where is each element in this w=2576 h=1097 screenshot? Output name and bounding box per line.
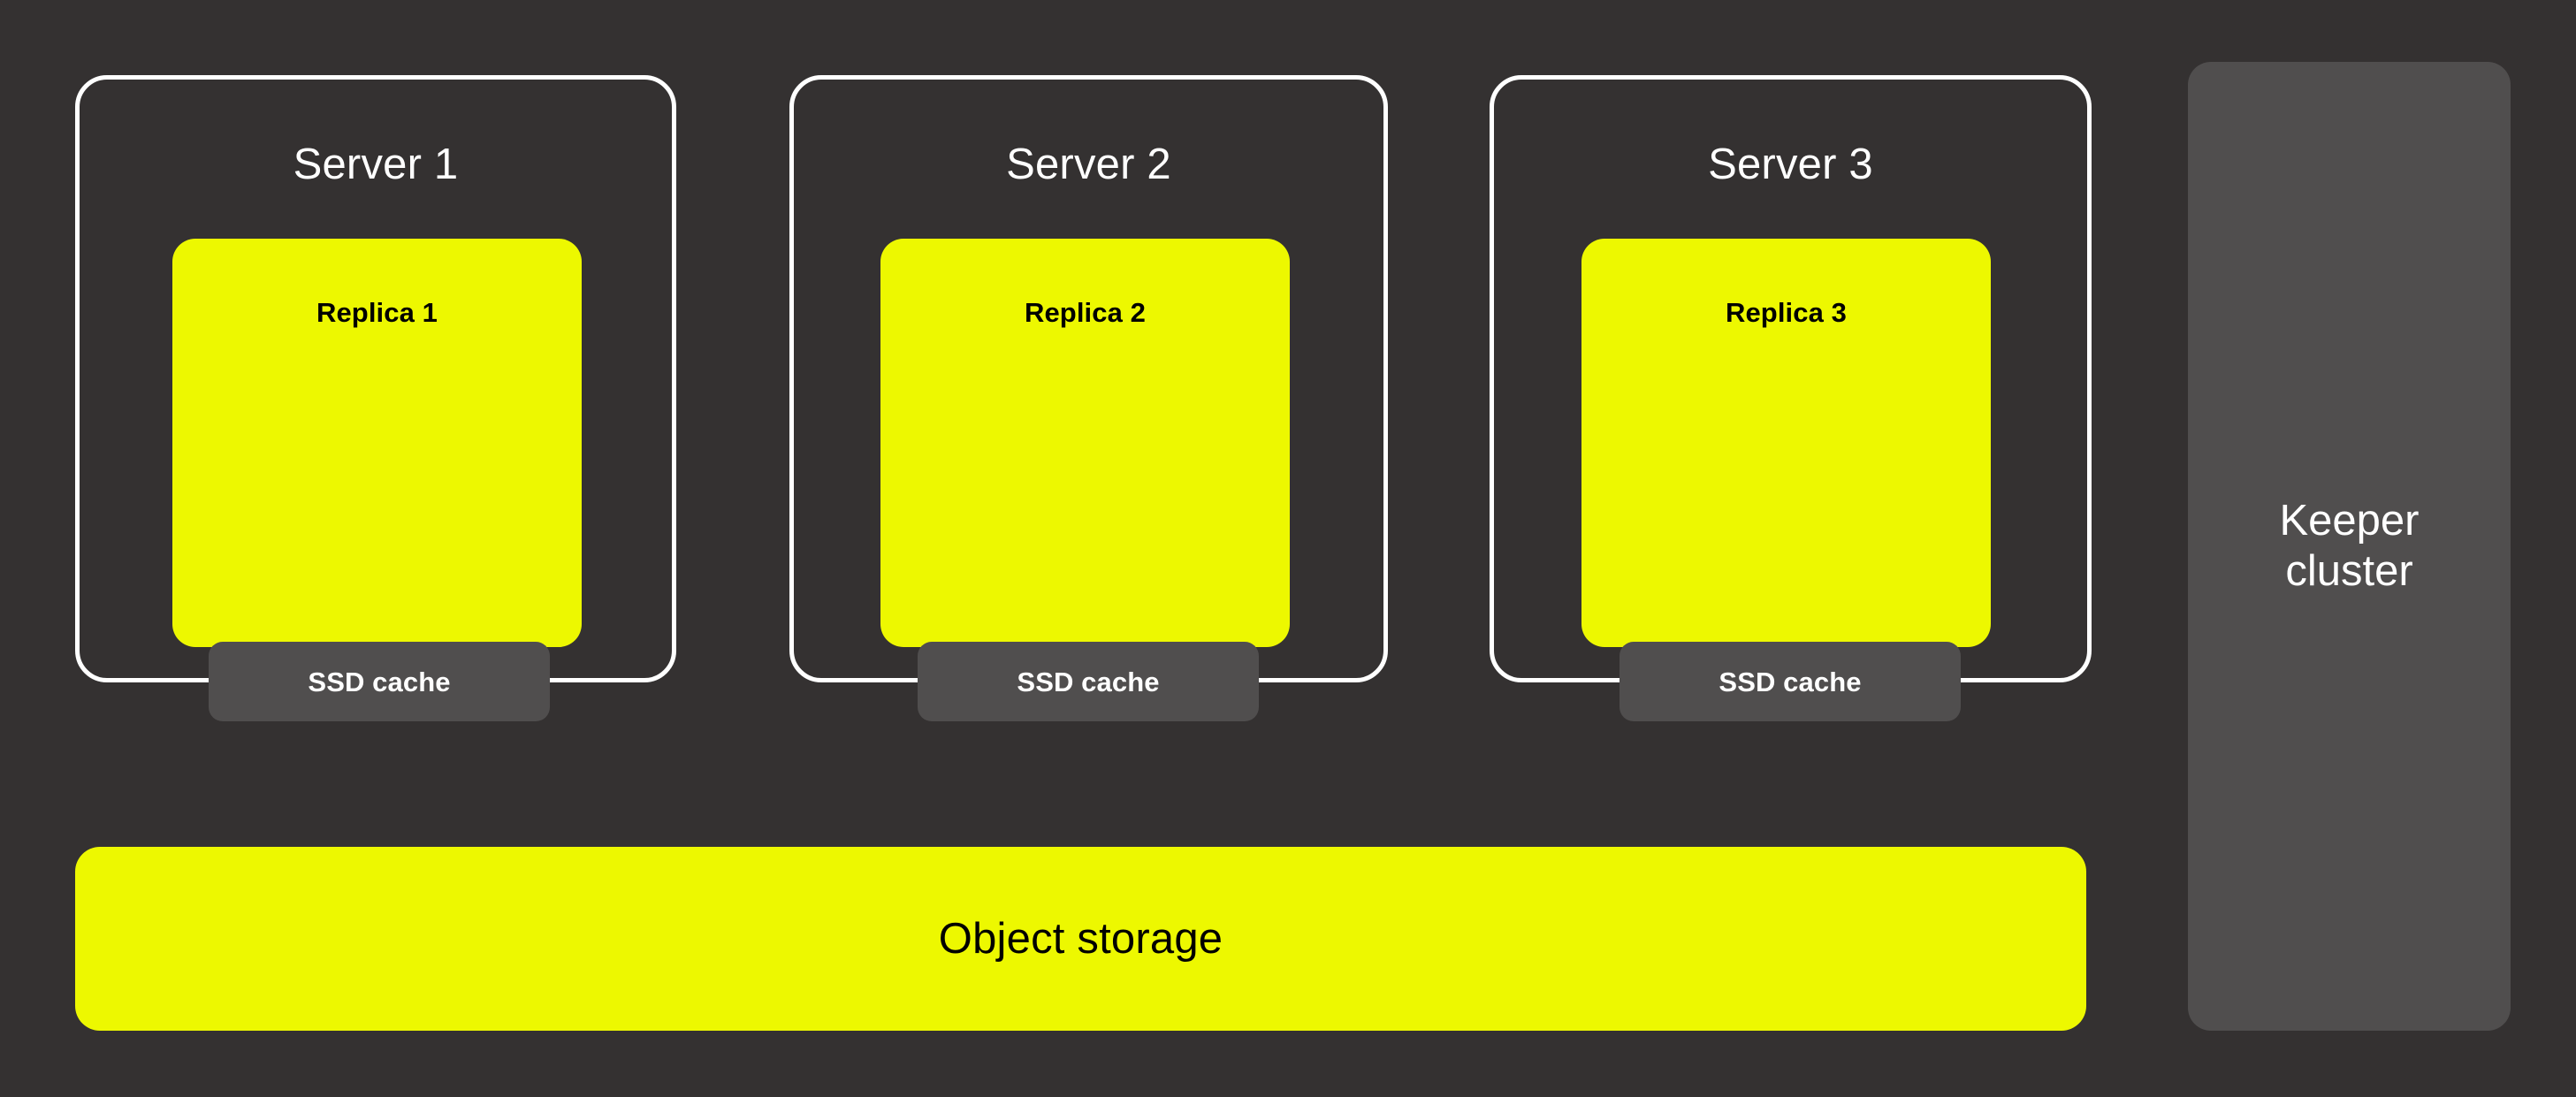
replica-box-3: Replica 3 <box>1581 239 1991 647</box>
ssd-cache-label-2: SSD cache <box>1017 666 1160 697</box>
object-storage-bar: Object storage <box>75 847 2086 1031</box>
ssd-cache-label-3: SSD cache <box>1719 666 1862 697</box>
server-title-3: Server 3 <box>1708 141 1873 188</box>
replica-label-3: Replica 3 <box>1725 297 1848 328</box>
server-title-2: Server 2 <box>1006 141 1171 188</box>
replica-label-1: Replica 1 <box>316 297 438 328</box>
server-title-1: Server 1 <box>293 141 459 188</box>
ssd-cache-label-1: SSD cache <box>308 666 451 697</box>
ssd-cache-box-1: SSD cache <box>209 642 550 721</box>
replica-box-2: Replica 2 <box>880 239 1290 647</box>
ssd-cache-box-2: SSD cache <box>918 642 1259 721</box>
replica-box-1: Replica 1 <box>172 239 582 647</box>
replica-label-2: Replica 2 <box>1024 297 1147 328</box>
object-storage-label: Object storage <box>938 914 1223 963</box>
ssd-cache-box-3: SSD cache <box>1620 642 1961 721</box>
keeper-cluster-box: Keeper cluster <box>2188 62 2511 1031</box>
keeper-cluster-label: Keeper cluster <box>2279 496 2420 595</box>
